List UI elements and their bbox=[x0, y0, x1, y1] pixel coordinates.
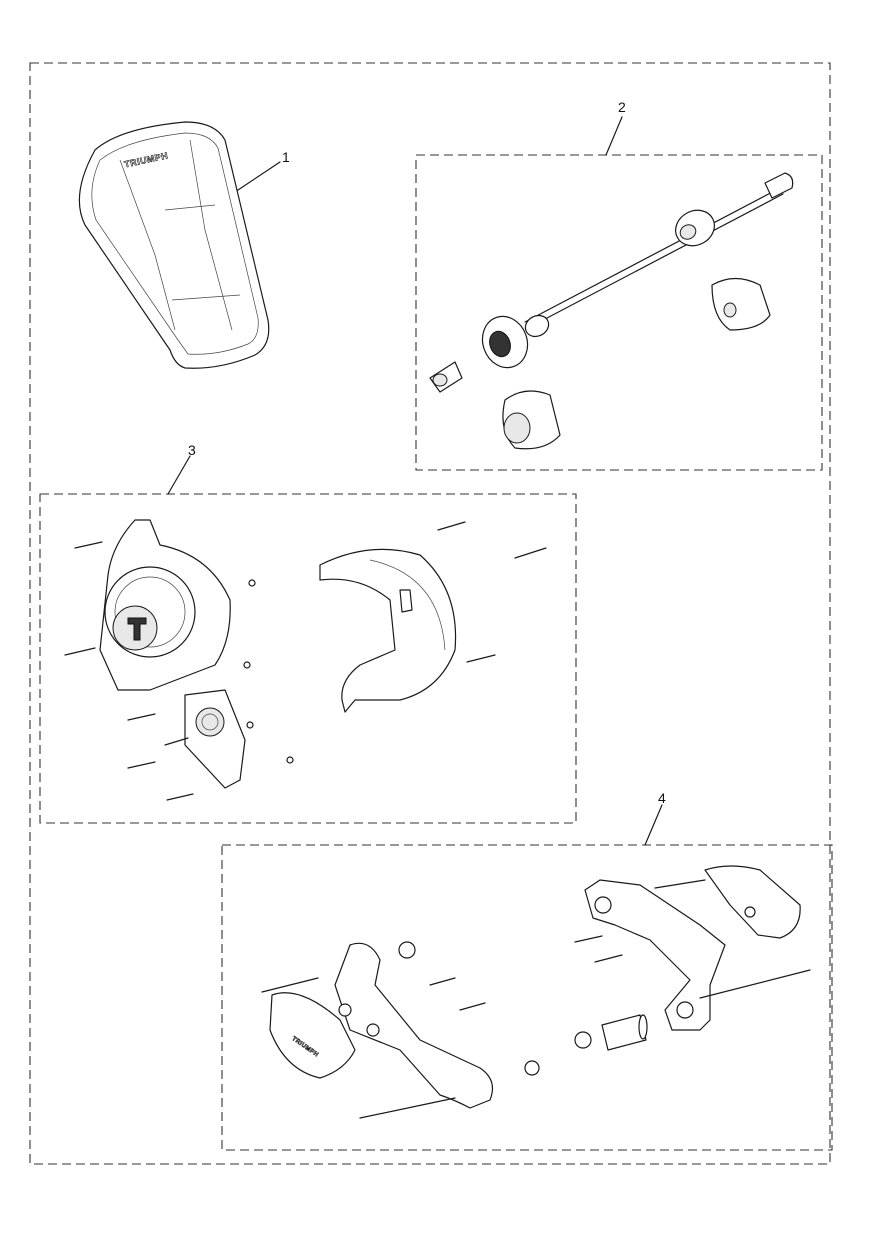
part-2-box bbox=[415, 154, 823, 471]
nut-right bbox=[574, 1031, 592, 1049]
part-4-box bbox=[221, 844, 833, 1151]
leader-1 bbox=[237, 161, 281, 191]
triumph-logo-icon bbox=[127, 617, 147, 641]
protector-puck-left bbox=[269, 992, 356, 1079]
bracket-right bbox=[584, 879, 726, 1031]
part-1-seat-cowl: TRIUMPH 1 bbox=[78, 121, 290, 369]
part-3-engine-covers bbox=[64, 519, 547, 801]
nut-top bbox=[398, 941, 416, 959]
protector-puck-right bbox=[704, 865, 801, 939]
spindle-rod bbox=[524, 187, 781, 323]
outer-boundary bbox=[29, 62, 831, 1165]
callout-1: 1 bbox=[282, 149, 290, 165]
callout-4: 4 bbox=[658, 790, 666, 806]
spacer-tube bbox=[601, 1014, 647, 1051]
leader-4 bbox=[644, 804, 663, 846]
part-4-frame-protectors: TRIUMPH bbox=[261, 865, 811, 1119]
leader-2 bbox=[605, 116, 623, 156]
part-2-spindle-kit bbox=[429, 172, 794, 450]
callout-3: 3 bbox=[188, 442, 196, 458]
engine-cover-plate bbox=[184, 689, 246, 789]
bracket-left bbox=[334, 942, 493, 1109]
bolt-long-lower bbox=[359, 1097, 456, 1119]
bolts-part-3 bbox=[64, 521, 547, 801]
spindle-end-cap bbox=[764, 172, 794, 199]
bolt-long-right bbox=[699, 969, 811, 999]
washer bbox=[524, 314, 550, 338]
part-3-box bbox=[39, 493, 577, 824]
leader-3 bbox=[167, 455, 191, 495]
engine-cover-right bbox=[319, 548, 457, 713]
connector-bar bbox=[654, 879, 706, 889]
bobbin-right bbox=[711, 277, 771, 331]
nut-mid bbox=[524, 1060, 540, 1076]
bolt-long-upper bbox=[261, 977, 319, 993]
callout-2: 2 bbox=[618, 99, 626, 115]
